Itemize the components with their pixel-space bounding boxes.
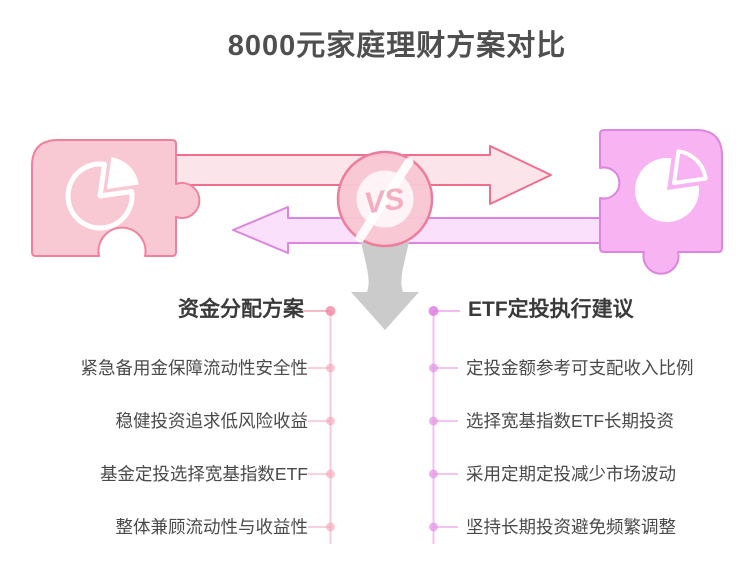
connector-dot: [429, 363, 438, 373]
vs-label: VS: [362, 182, 406, 220]
right-puzzle-piece: [599, 129, 723, 275]
vs-slash-icon: [355, 157, 414, 243]
left-connector-rail: [304, 306, 336, 544]
connector-dot: [326, 363, 335, 373]
list-item: 坚持长期投资避免频繁调整: [466, 517, 676, 537]
connector-dot: [429, 469, 438, 479]
list-item: 采用定期定投减少市场波动: [466, 464, 676, 484]
vs-icon: VS: [336, 150, 434, 248]
right-column-header: ETF定投执行建议: [468, 298, 634, 321]
list-item: 稳健投资追求低风险收益: [115, 411, 309, 431]
connector-dot: [325, 306, 336, 316]
left-puzzle-shape: [31, 139, 201, 257]
connector-dot: [326, 469, 335, 479]
pie-chart-icon: [65, 157, 139, 231]
list-item: 基金定投选择宽基指数ETF: [99, 464, 308, 484]
connector-dot: [429, 522, 438, 532]
list-item: 整体兼顾流动性与收益性: [115, 517, 309, 537]
page-title: 8000元家庭理财方案对比: [227, 30, 567, 62]
connector-dot: [428, 306, 439, 316]
pie-chart-icon: [635, 149, 708, 222]
list-item: 定投金额参考可支配收入比例: [466, 358, 694, 378]
left-puzzle-piece: [31, 139, 201, 257]
down-arrow-icon: [351, 242, 419, 330]
connector-dot: [429, 416, 438, 426]
connector-dot: [326, 416, 335, 426]
list-item: 紧急备用金保障流动性安全性: [80, 358, 309, 378]
left-column-header: 资金分配方案: [178, 298, 304, 321]
connector-dot: [326, 522, 335, 532]
list-item: 选择宽基指数ETF长期投资: [466, 411, 675, 431]
right-connector-rail: [428, 306, 460, 544]
